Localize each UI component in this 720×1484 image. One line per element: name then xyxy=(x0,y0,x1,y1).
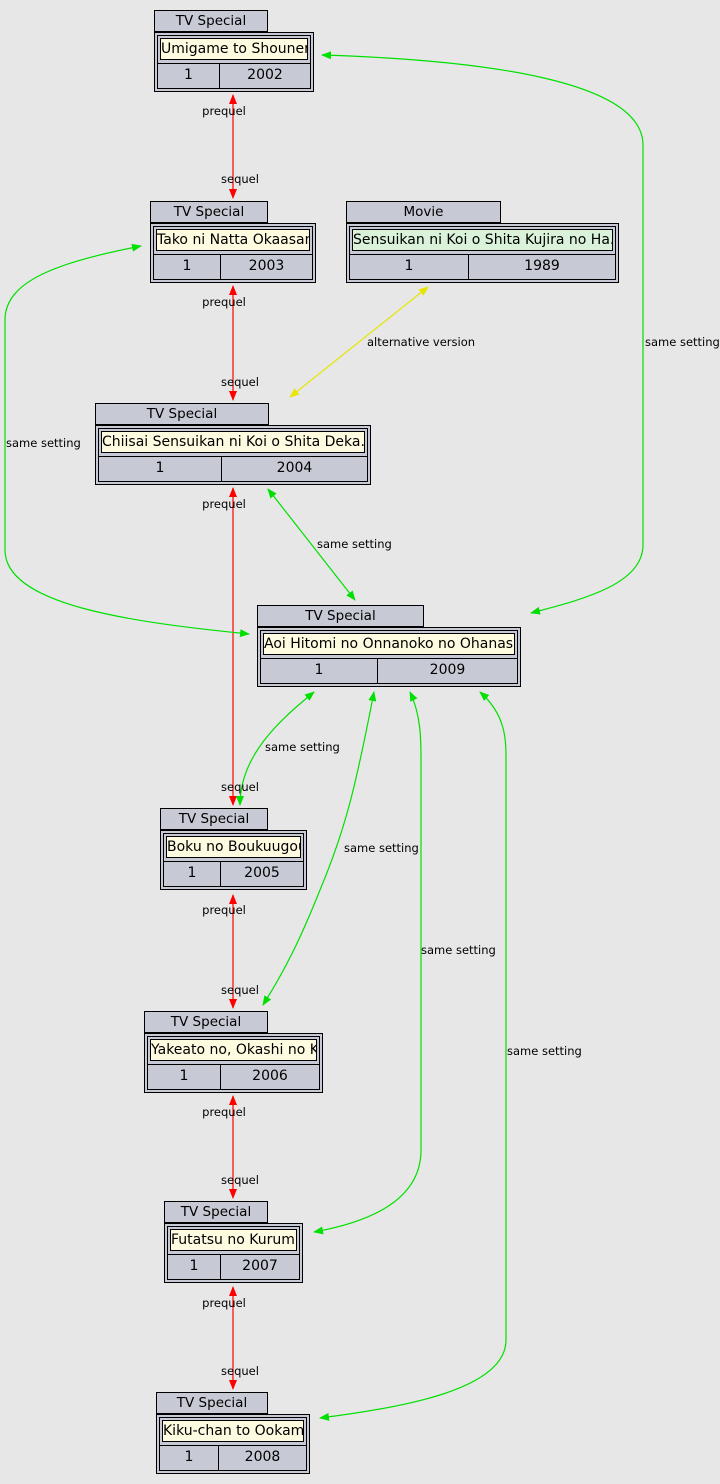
node-type-tab: TV Special xyxy=(164,1201,268,1223)
label-prequel-yakeato: prequel xyxy=(202,1105,246,1119)
node-year: 2003 xyxy=(248,258,285,274)
node-type-tab: TV Special xyxy=(160,808,268,830)
node-year: 2002 xyxy=(247,67,283,83)
node-umigame[interactable]: TV Special Umigame to Shounen 1 2002 xyxy=(154,10,314,92)
label-same-setting-umigame: same setting xyxy=(645,335,720,349)
node-title: Tako ni Natta Okaasan xyxy=(156,229,310,251)
node-type-tab: TV Special xyxy=(95,403,269,425)
node-episodes: 1 xyxy=(99,457,222,481)
node-tako[interactable]: TV Special Tako ni Natta Okaasan 1 2003 xyxy=(150,201,316,283)
label-prequel-futatsu: prequel xyxy=(202,1296,246,1310)
node-episodes: 1 xyxy=(154,255,221,279)
node-title: Aoi Hitomi no Onnanoko no Ohanashi xyxy=(263,633,515,655)
node-year: 1989 xyxy=(524,258,560,274)
node-year: 2005 xyxy=(244,865,280,881)
label-same-setting-futatsu: same setting xyxy=(421,943,496,957)
label-same-setting-chiisai: same setting xyxy=(317,537,392,551)
node-episodes: 1 xyxy=(148,1065,221,1089)
node-year: 2006 xyxy=(252,1068,288,1084)
node-title: Kiku-chan to Ookami xyxy=(162,1420,304,1442)
node-episodes: 1 xyxy=(168,1255,221,1279)
node-title: Chiisai Sensuikan ni Koi o Shita Deka... xyxy=(101,431,365,453)
label-same-setting-yakeato: same setting xyxy=(344,841,419,855)
edge-chiisai-aoi xyxy=(267,488,356,601)
node-title: Umigame to Shounen xyxy=(160,38,308,60)
node-episodes: 1 xyxy=(164,862,221,886)
label-same-setting-boku: same setting xyxy=(265,740,340,754)
label-sequel-yakeato: sequel xyxy=(221,983,259,997)
label-sequel-boku: sequel xyxy=(221,780,259,794)
node-type-tab: TV Special xyxy=(150,201,268,223)
label-sequel-kiku: sequel xyxy=(221,1364,259,1378)
edge-aoi-kiku xyxy=(319,691,507,1421)
node-episodes: 1 xyxy=(261,659,378,683)
node-episodes: 1 xyxy=(158,64,220,88)
node-type-tab: TV Special xyxy=(257,605,424,627)
node-futatsu[interactable]: TV Special Futatsu no Kurumi 1 2007 xyxy=(164,1201,303,1283)
label-sequel-chiisai: sequel xyxy=(221,375,259,389)
node-type-tab: TV Special xyxy=(154,10,268,32)
node-episodes: 1 xyxy=(350,255,469,279)
label-prequel-umigame: prequel xyxy=(202,104,246,118)
node-year: 2007 xyxy=(242,1258,278,1274)
edge-tako-aoi xyxy=(4,243,250,638)
label-same-setting-kiku: same setting xyxy=(507,1044,582,1058)
edge-umigame-aoi xyxy=(321,51,644,615)
node-boku[interactable]: TV Special Boku no Boukuugou 1 2005 xyxy=(160,808,307,890)
node-aoi[interactable]: TV Special Aoi Hitomi no Onnanoko no Oha… xyxy=(257,605,521,687)
label-prequel-tako: prequel xyxy=(202,295,246,309)
node-title: Futatsu no Kurumi xyxy=(170,1229,297,1251)
label-prequel-boku: prequel xyxy=(202,903,246,917)
label-alternative-version: alternative version xyxy=(367,335,475,349)
node-yakeato[interactable]: TV Special Yakeato no, Okashi no Ki 1 20… xyxy=(144,1011,323,1093)
edge-aoi-futatsu xyxy=(313,691,422,1235)
node-episodes: 1 xyxy=(160,1446,219,1470)
node-sensuikan[interactable]: Movie Sensuikan ni Koi o Shita Kujira no… xyxy=(346,201,619,283)
node-year: 2009 xyxy=(429,662,466,678)
node-type-tab: TV Special xyxy=(144,1011,268,1033)
label-prequel-chiisai: prequel xyxy=(202,497,246,511)
node-kiku[interactable]: TV Special Kiku-chan to Ookami 1 2008 xyxy=(156,1392,310,1474)
node-title: Boku no Boukuugou xyxy=(166,836,301,858)
node-title: Yakeato no, Okashi no Ki xyxy=(150,1039,317,1061)
node-year: 2008 xyxy=(244,1449,281,1465)
node-year: 2004 xyxy=(276,460,313,476)
label-sequel-tako: sequel xyxy=(221,172,259,186)
node-chiisai[interactable]: TV Special Chiisai Sensuikan ni Koi o Sh… xyxy=(95,403,371,485)
node-title: Sensuikan ni Koi o Shita Kujira no Ha... xyxy=(352,229,613,251)
label-same-setting-tako: same setting xyxy=(6,436,81,450)
node-type-tab: Movie xyxy=(346,201,501,223)
label-sequel-futatsu: sequel xyxy=(221,1173,259,1187)
node-type-tab: TV Special xyxy=(156,1392,268,1414)
